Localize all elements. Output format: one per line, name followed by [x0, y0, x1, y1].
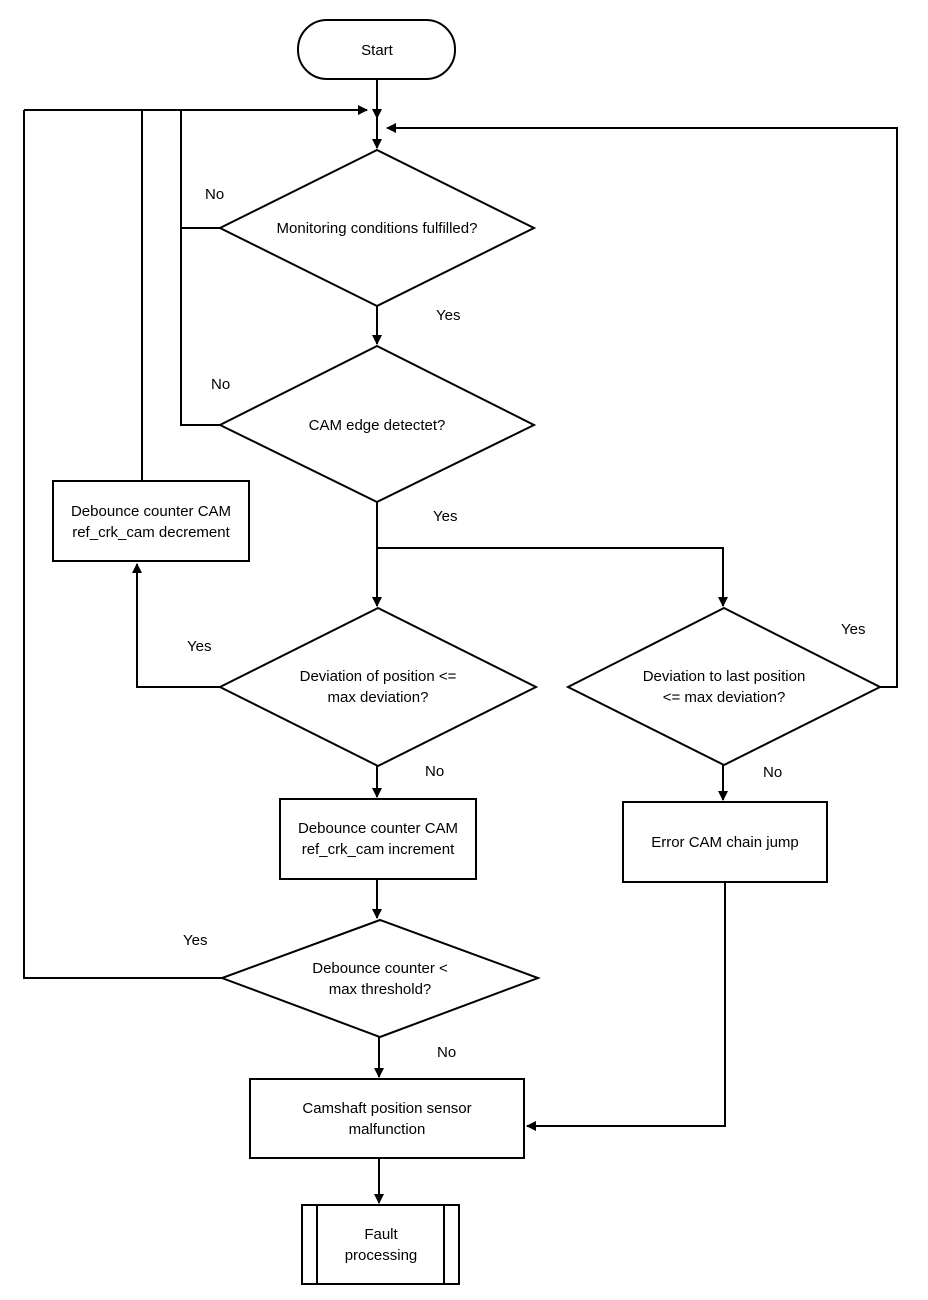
connector-right-feed: [386, 123, 898, 688]
threshold-decision: [219, 918, 541, 1039]
increment-box: [279, 798, 477, 880]
error-chain-text: Error CAM chain jump: [651, 834, 799, 851]
malfunction-box: [249, 1078, 525, 1159]
cam-edge-text: CAM edge detectet?: [309, 417, 446, 434]
connector-monitoring-no: [180, 110, 220, 229]
label-monitoring-yes: Yes: [436, 307, 460, 324]
label-monitoring-no: No: [205, 186, 224, 203]
label-dev-pos-no: No: [425, 763, 444, 780]
connector-error-to-malfunction: [526, 882, 726, 1131]
dev-position-decision: [217, 606, 539, 768]
label-threshold-yes: Yes: [183, 932, 207, 949]
cam-edge-decision: [217, 344, 537, 504]
connector-threshold-yes: [23, 110, 222, 979]
monitoring-text: Monitoring conditions fulfilled?: [277, 220, 478, 237]
error-chain-box: [622, 801, 828, 883]
start-text: Start: [361, 42, 394, 59]
monitoring-decision: [217, 148, 537, 308]
start-node: [297, 19, 456, 80]
decrement-text-1: Debounce counter CAM: [71, 503, 231, 520]
label-cam-edge-yes: Yes: [433, 508, 457, 525]
label-dev-last-yes: Yes: [841, 621, 865, 638]
fault-processing-box: [301, 1204, 460, 1285]
decrement-text-2: ref_crk_cam decrement: [72, 524, 230, 541]
malfunction-text-2: malfunction: [349, 1121, 426, 1138]
dev-last-text-2: <= max deviation?: [663, 689, 786, 706]
label-dev-pos-yes: Yes: [187, 638, 211, 655]
dev-last-text-1: Deviation to last position: [643, 668, 806, 685]
fault-text-2: processing: [345, 1247, 418, 1264]
fault-text-1: Fault: [364, 1226, 398, 1243]
malfunction-text-1: Camshaft position sensor: [302, 1100, 471, 1117]
threshold-text-2: max threshold?: [329, 981, 432, 998]
label-dev-last-no: No: [763, 764, 782, 781]
increment-text-1: Debounce counter CAM: [298, 820, 458, 837]
dev-position-text-2: max deviation?: [328, 689, 429, 706]
threshold-text-1: Debounce counter <: [312, 960, 448, 977]
connector-cam-edge-no: [180, 228, 220, 426]
label-cam-edge-no: No: [211, 376, 230, 393]
decrement-box: [52, 480, 250, 562]
dev-last-decision: [565, 606, 883, 767]
increment-text-2: ref_crk_cam increment: [302, 841, 455, 858]
dev-position-text-1: Deviation of position <=: [300, 668, 457, 685]
connector-to-dev-last: [377, 547, 728, 607]
connector-dev-pos-yes: [132, 563, 220, 688]
label-threshold-no: No: [437, 1044, 456, 1061]
